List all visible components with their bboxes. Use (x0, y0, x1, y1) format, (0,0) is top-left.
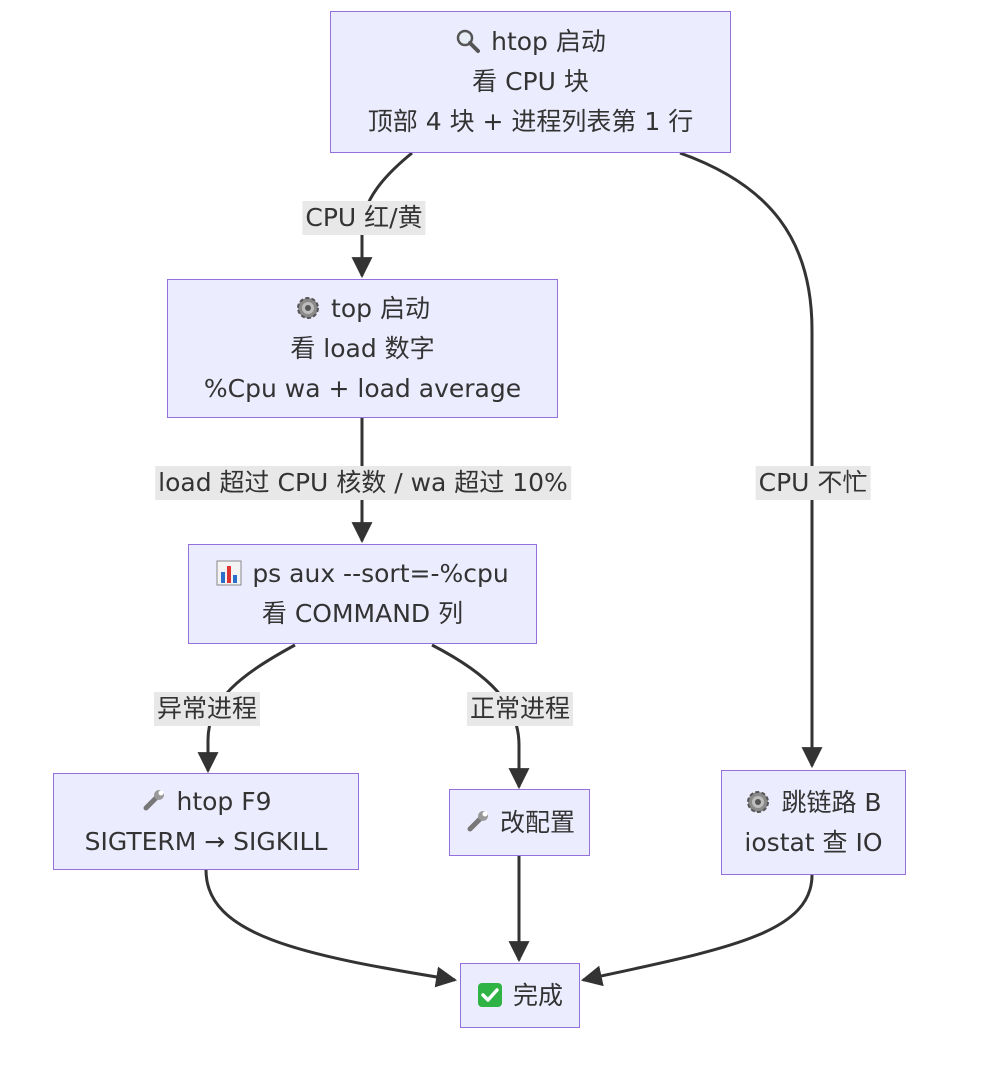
node-config-line-1: 改配置 (499, 807, 575, 837)
node-done: 完成 (460, 963, 580, 1028)
node-branch-line-1: 跳链路 B (781, 787, 882, 817)
wrench-icon (467, 810, 488, 831)
node-htop-line-1: htop 启动 (491, 27, 606, 56)
node-branch-line-2: iostat 查 IO (744, 827, 883, 857)
node-htop-line-3: 顶部 4 块 + 进程列表第 1 行 (367, 107, 694, 136)
edge-label-abnormal-process: 异常进程 (153, 692, 261, 726)
node-ps-aux: ps aux --sort=-%cpu 看 COMMAND 列 (188, 544, 537, 644)
node-htop-line-2: 看 CPU 块 (472, 67, 589, 96)
node-htop-start: htop 启动 看 CPU 块 顶部 4 块 + 进程列表第 1 行 (330, 11, 731, 153)
node-htop-f9: htop F9 SIGTERM → SIGKILL (53, 773, 359, 870)
gear-icon (297, 296, 320, 319)
node-top-line-2: 看 load 数字 (290, 333, 435, 363)
node-kill-line-2: SIGTERM → SIGKILL (84, 826, 328, 856)
wrench-icon (143, 789, 165, 810)
edge-kill-to-done (204, 869, 458, 988)
edge-label-cpu-not-busy: CPU 不忙 (755, 466, 871, 500)
node-top-line-1: top 启动 (331, 293, 430, 323)
node-top-start: top 启动 看 load 数字 %Cpu wa + load average (167, 279, 558, 418)
edge-label-cpu-red-yellow: CPU 红/黄 (302, 201, 426, 235)
node-change-config: 改配置 (449, 789, 590, 856)
edge-label-load-exceeds: load 超过 CPU 核数 / wa 超过 10% (155, 466, 571, 500)
edge-label-normal-process: 正常进程 (466, 692, 574, 726)
gear-icon (747, 790, 770, 813)
node-ps-line-2: 看 COMMAND 列 (261, 599, 464, 628)
edge-htop-to-branch (679, 151, 823, 769)
magnifier-icon (456, 29, 481, 53)
bar-chart-icon (216, 560, 242, 586)
node-ps-line-1: ps aux --sort=-%cpu (252, 559, 509, 588)
check-box-icon (477, 982, 502, 1007)
node-top-line-3: %Cpu wa + load average (203, 373, 522, 403)
node-done-line-1: 完成 (512, 980, 563, 1010)
node-branch-b: 跳链路 B iostat 查 IO (721, 770, 906, 875)
node-kill-line-1: htop F9 (176, 786, 272, 816)
edge-branch-to-done (580, 874, 814, 987)
